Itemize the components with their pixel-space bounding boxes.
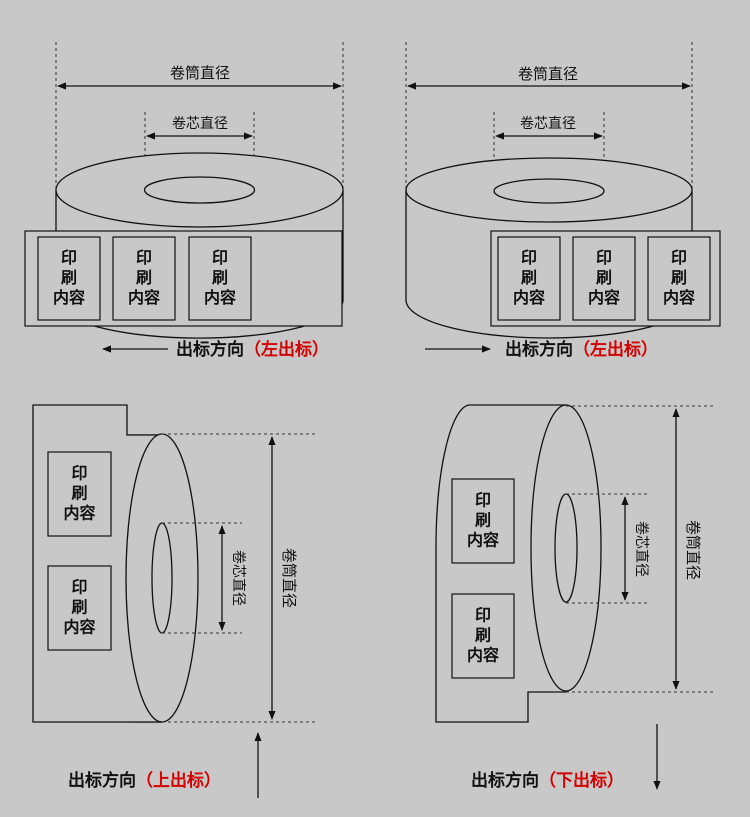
print-content-line: 印	[61, 248, 77, 267]
roll-core	[143, 176, 256, 204]
print-content-line: 内容	[53, 288, 85, 307]
print-content-line: 印	[71, 463, 87, 482]
print-content-line: 印	[475, 605, 491, 624]
roll-diameter-label: 卷筒直径	[684, 520, 702, 580]
print-content-line: 刷	[71, 597, 87, 616]
print-content-line: 内容	[663, 288, 695, 307]
print-content-line: 印	[71, 577, 87, 596]
print-content-line: 内容	[63, 617, 95, 636]
print-content-line: 刷	[71, 483, 87, 502]
direction-label: 出标方向	[505, 339, 573, 360]
print-content-line: 内容	[588, 288, 620, 307]
print-content-line: 印	[136, 248, 152, 267]
print-content-line: 刷	[671, 268, 687, 287]
print-content-line: 内容	[128, 288, 160, 307]
print-content-line: 内容	[513, 288, 545, 307]
direction-label: 出标方向	[176, 339, 244, 360]
roll-core	[554, 493, 578, 603]
print-content-line: 刷	[61, 268, 77, 287]
print-content-line: 内容	[467, 645, 499, 664]
direction-caption: 出标方向（下出标）	[471, 770, 624, 791]
direction-caption: 出标方向（上出标）	[68, 770, 221, 791]
print-content-line: 印	[596, 248, 612, 267]
direction-label: 出标方向	[68, 770, 136, 791]
print-content-line: 内容	[204, 288, 236, 307]
print-content-line: 内容	[63, 503, 95, 522]
roll-diameter-label: 卷筒直径	[280, 548, 298, 608]
print-content-line: 刷	[521, 268, 537, 287]
print-content-line: 内容	[467, 530, 499, 549]
core-diameter-label: 卷芯直径	[520, 115, 576, 132]
roll-core	[493, 178, 605, 204]
core-diameter-label: 卷芯直径	[633, 521, 650, 577]
direction-caption: 出标方向（左出标）	[505, 339, 658, 360]
print-content-line: 印	[671, 248, 687, 267]
print-content-line: 印	[475, 490, 491, 509]
roll-core	[151, 522, 173, 634]
print-content-line: 刷	[212, 268, 228, 287]
print-content-line: 刷	[596, 268, 612, 287]
direction-mode: （左出标）	[573, 339, 658, 360]
print-content-line: 刷	[475, 510, 491, 529]
roll-diameter-label: 卷筒直径	[518, 65, 578, 83]
direction-mode: （下出标）	[539, 770, 624, 791]
roll-diameter-label: 卷筒直径	[170, 64, 230, 82]
core-diameter-label: 卷芯直径	[230, 550, 247, 606]
direction-mode: （左出标）	[244, 339, 329, 360]
print-content-line: 印	[212, 248, 228, 267]
core-diameter-label: 卷芯直径	[172, 115, 228, 132]
print-content-line: 刷	[475, 625, 491, 644]
direction-caption: 出标方向（左出标）	[176, 339, 329, 360]
direction-mode: （上出标）	[136, 770, 221, 791]
direction-label: 出标方向	[471, 770, 539, 791]
print-content-line: 刷	[136, 268, 152, 287]
print-content-line: 印	[521, 248, 537, 267]
